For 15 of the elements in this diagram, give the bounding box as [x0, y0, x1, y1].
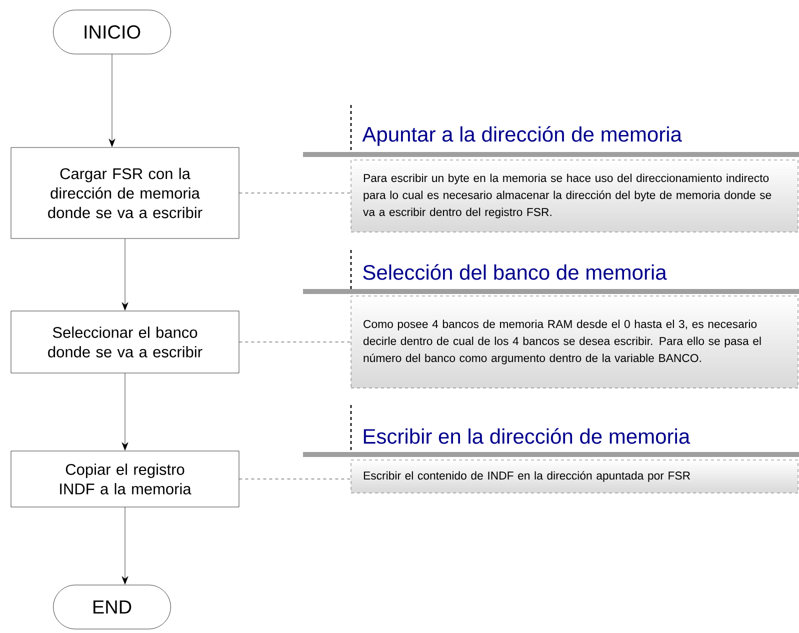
- note-box: Como posee 4 bancos de memoria RAM desde el 0 hasta el 3, es necesario decirle dentro de cual de los 4 bancos se desea escribir. Para ello se pasa el número del banco como argumento dentro de la variable BANCO.: [350, 296, 798, 388]
- note-heading: Apuntar a la dirección de memoria: [362, 126, 682, 146]
- arrow: [122, 507, 128, 584]
- process-box: Copiar el registro INDF a la memoria: [10, 450, 240, 508]
- process-box: Seleccionar el banco donde se va a escribir: [10, 310, 240, 374]
- arrow: [122, 373, 128, 450]
- process-box: Cargar FSR con la dirección de memoria donde se va a escribir: [10, 147, 240, 239]
- connector-line: [239, 192, 352, 194]
- arrow: [122, 238, 128, 310]
- note-heading: Escribir en la dirección de memoria: [364, 428, 690, 444]
- note-heading: Selección del banco de memoria: [363, 264, 667, 280]
- note-box: Escribir el contenido de INDF en la dirección apuntada por FSR: [350, 460, 798, 494]
- note-box: Para escribir un byte en la memoria se hace uso del direccionamiento indirecto para lo cual es necesario almacenar la dirección del byte de memoria donde se va a escribir dentro del registro FSR.: [350, 160, 798, 232]
- connector-line: [239, 478, 352, 480]
- arrow: [108, 54, 116, 147]
